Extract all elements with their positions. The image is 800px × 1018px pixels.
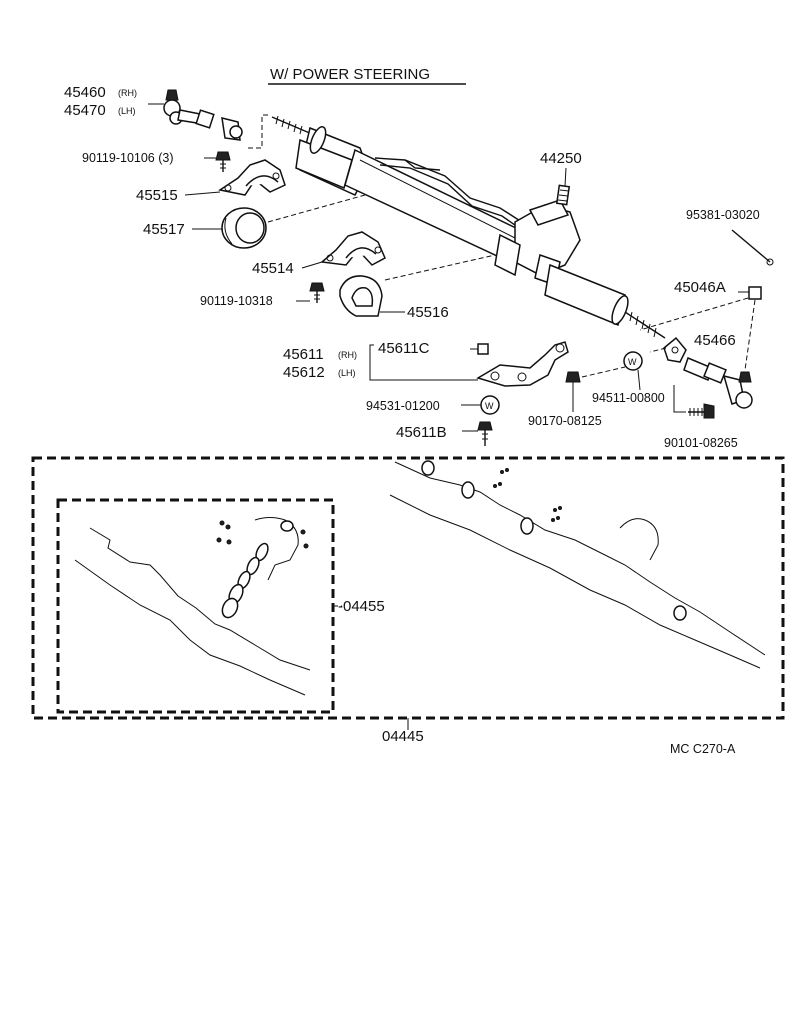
washer-mark-right: W [628, 357, 637, 367]
leader-nut-90170 [581, 366, 626, 378]
leader-45515 [184, 191, 221, 196]
nut-90170 [565, 371, 581, 412]
label-90119-10106: 90119-10106 (3) [82, 151, 174, 165]
bolt-upper [215, 151, 231, 172]
tie-rod-end-left [163, 89, 243, 141]
leader-nut [639, 297, 749, 331]
kit-04455-frame [56, 498, 335, 714]
bushing-45611c [477, 343, 489, 355]
washer-mark-left: W [485, 401, 494, 411]
label-rh-tag-2: (RH) [338, 350, 357, 360]
label-94531-01200: 94531-01200 [366, 399, 440, 413]
leader-45514 [301, 261, 323, 269]
label-45611b: 45611B [396, 424, 447, 441]
leader-45466 [649, 347, 667, 353]
footer-code: MC C270-A [670, 742, 736, 756]
steering-rack-assembly [271, 115, 666, 339]
bracket-knuckle-labels [369, 344, 374, 381]
label-90170-08125: 90170-08125 [528, 414, 602, 428]
label-45516: 45516 [407, 304, 449, 321]
grommet-45517 [221, 207, 267, 249]
label-04455: -04455 [338, 598, 385, 615]
leader-grommet-45516 [384, 254, 496, 281]
leader-grommet-45517 [267, 194, 366, 223]
bracket-45515 [218, 159, 286, 196]
label-lh-tag: (LH) [118, 106, 136, 116]
kit-04455-rack-outline [74, 517, 311, 696]
label-45470: 45470 [64, 102, 106, 119]
label-45611c: 45611C [378, 340, 430, 357]
leader-nut-2 [744, 299, 756, 371]
nut-45046a [748, 286, 762, 300]
label-45466: 45466 [694, 332, 736, 349]
bolt-middle [309, 282, 325, 303]
diagram-title: W/ POWER STEERING [270, 66, 430, 83]
leader-tie-rod-left [248, 114, 268, 149]
label-95381-03020: 95381-03020 [686, 208, 760, 222]
label-45612: 45612 [283, 364, 325, 381]
label-45460: 45460 [64, 84, 106, 101]
knuckle-arm [476, 341, 569, 387]
label-90101-08265: 90101-08265 [664, 436, 738, 450]
grommet-45516 [339, 275, 383, 317]
label-45611: 45611 [283, 346, 324, 363]
label-45515: 45515 [136, 187, 178, 204]
label-44250: 44250 [540, 150, 582, 167]
label-45517: 45517 [143, 221, 185, 238]
label-04445: 04445 [382, 728, 424, 745]
kit-04445-frame [31, 456, 785, 720]
clamp-45514 [320, 231, 386, 266]
tie-rod-end-right [663, 336, 753, 409]
label-90119-10318: 90119-10318 [200, 294, 273, 308]
washer-94511: W [623, 351, 643, 391]
label-lh-tag-2: (LH) [338, 368, 356, 378]
washer-94531: W [461, 395, 500, 415]
label-rh-tag: (RH) [118, 88, 137, 98]
label-45046a: 45046A [674, 279, 726, 296]
cotter-pin [731, 229, 774, 266]
label-45514: 45514 [252, 260, 294, 277]
bolt-90101 [673, 385, 715, 419]
kit-04445-rack-outline [389, 460, 766, 669]
leader-44250 [564, 167, 567, 187]
bolt-45611b [462, 421, 493, 446]
label-94511-00800: 94511-00800 [592, 391, 665, 405]
